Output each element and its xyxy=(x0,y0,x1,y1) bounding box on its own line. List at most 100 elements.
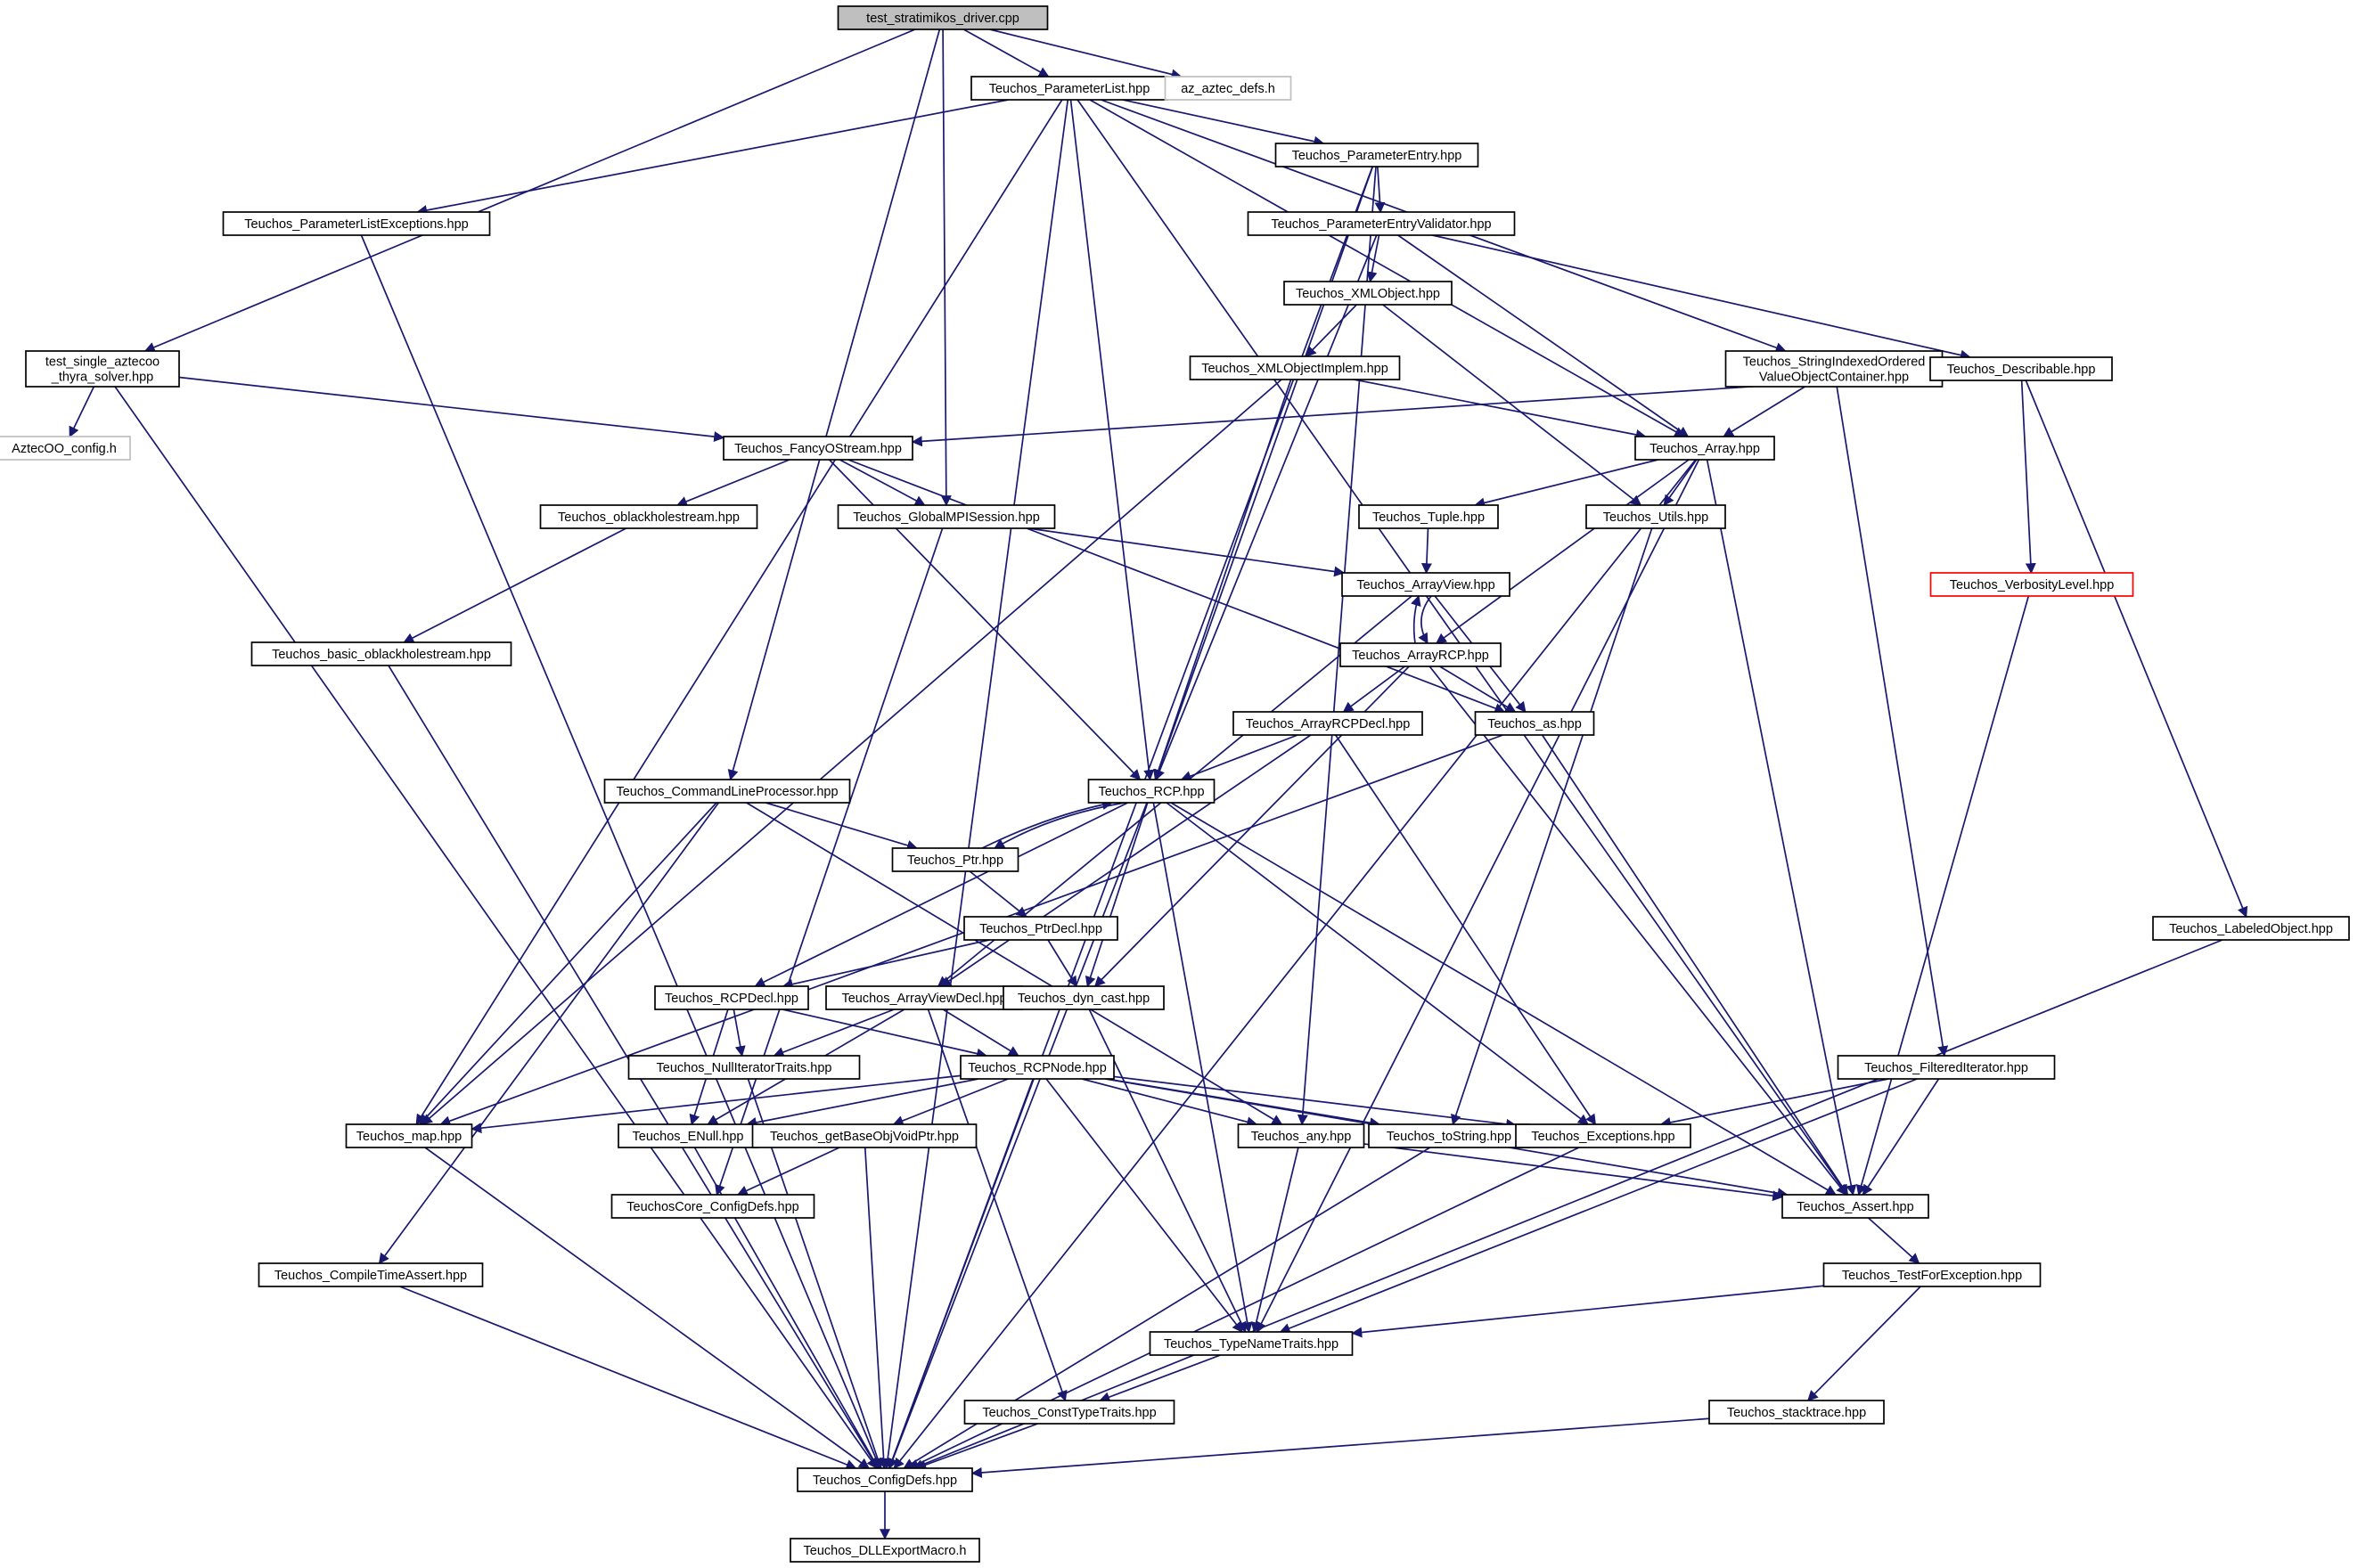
edge-sio-to-filt xyxy=(1836,386,1949,1058)
node-aztecdefs[interactable]: az_aztec_defs.h xyxy=(1164,76,1292,101)
node-box xyxy=(963,916,1118,941)
node-cta[interactable]: Teuchos_CompileTimeAssert.hpp xyxy=(258,1262,484,1287)
node-box xyxy=(963,1400,1175,1425)
node-avdecl[interactable]: Teuchos_ArrayViewDecl.hpp xyxy=(825,985,1023,1010)
node-as[interactable]: Teuchos_as.hpp xyxy=(1474,711,1595,736)
node-ptr[interactable]: Teuchos_Ptr.hpp xyxy=(891,847,1019,872)
node-tnt[interactable]: Teuchos_TypeNameTraits.hpp xyxy=(1149,1331,1354,1356)
edge-pev-to-array xyxy=(1397,234,1690,437)
edge-tsaz-to-fos xyxy=(178,376,725,443)
node-label: Teuchos_CompileTimeAssert.hpp xyxy=(274,1269,467,1283)
node-dyncast[interactable]: Teuchos_dyn_cast.hpp xyxy=(1003,985,1165,1010)
node-box xyxy=(1339,642,1502,667)
node-box xyxy=(1358,504,1499,529)
node-box xyxy=(1237,1123,1365,1148)
node-cfg[interactable]: Teuchos_ConfigDefs.hpp xyxy=(797,1467,973,1492)
edge-tuple-to-aview xyxy=(1420,527,1432,575)
edge-array-to-cfg xyxy=(893,459,1697,1469)
node-fos[interactable]: Teuchos_FancyOStream.hpp xyxy=(723,436,913,461)
node-bobh[interactable]: Teuchos_basic_oblackholestream.hpp xyxy=(250,641,512,666)
node-tfe[interactable]: Teuchos_TestForException.hpp xyxy=(1822,1262,2042,1287)
node-verb[interactable]: Teuchos_VerbosityLevel.hpp xyxy=(1929,572,2134,597)
edge-fos-to-as xyxy=(847,459,1506,714)
node-box xyxy=(618,1123,758,1148)
edge-plist-to-plistexc xyxy=(416,99,1009,216)
node-rcpdecl[interactable]: Teuchos_RCPDecl.hpp xyxy=(654,985,809,1010)
edge-gmpi-to-aview xyxy=(1027,527,1346,577)
edge-tfe-to-tnt xyxy=(1351,1285,1824,1338)
node-pentry[interactable]: Teuchos_ParameterEntry.hpp xyxy=(1274,143,1479,167)
node-array[interactable]: Teuchos_Array.hpp xyxy=(1634,436,1775,461)
node-dll[interactable]: Teuchos_DLLExportMacro.h xyxy=(790,1538,980,1563)
node-label: Teuchos_ParameterListExceptions.hpp xyxy=(244,217,468,232)
node-box xyxy=(1822,1262,2042,1287)
node-enull[interactable]: Teuchos_ENull.hpp xyxy=(618,1123,758,1148)
node-tostr[interactable]: Teuchos_toString.hpp xyxy=(1368,1123,1530,1148)
node-any[interactable]: Teuchos_any.hpp xyxy=(1237,1123,1365,1148)
node-corecfg[interactable]: TeuchosCore_ConfigDefs.hpp xyxy=(610,1194,815,1219)
node-ptrdecl[interactable]: Teuchos_PtrDecl.hpp xyxy=(963,916,1118,941)
edge-pev-to-xmlobj xyxy=(1366,234,1380,283)
node-pev[interactable]: Teuchos_ParameterEntryValidator.hpp xyxy=(1247,211,1516,236)
node-xmlobj[interactable]: Teuchos_XMLObject.hpp xyxy=(1283,281,1453,306)
node-box xyxy=(1724,350,1944,388)
node-assert[interactable]: Teuchos_Assert.hpp xyxy=(1781,1194,1929,1219)
node-arcpdecl[interactable]: Teuchos_ArrayRCPDecl.hpp xyxy=(1232,711,1423,736)
node-box xyxy=(25,350,180,388)
node-box xyxy=(723,436,913,461)
node-clp[interactable]: Teuchos_CommandLineProcessor.hpp xyxy=(603,779,851,804)
node-gmpi[interactable]: Teuchos_GlobalMPISession.hpp xyxy=(837,504,1056,529)
node-exc[interactable]: Teuchos_Exceptions.hpp xyxy=(1515,1123,1691,1148)
node-box xyxy=(1247,211,1516,236)
node-ctt[interactable]: Teuchos_ConstTypeTraits.hpp xyxy=(963,1400,1175,1425)
edge-rcp-to-cfg xyxy=(888,802,1148,1470)
nodes-layer: test_stratimikos_driver.cppTeuchos_Param… xyxy=(0,5,2350,1563)
node-label: Teuchos_ArrayRCPDecl.hpp xyxy=(1246,717,1411,731)
node-descr[interactable]: Teuchos_Describable.hpp xyxy=(1929,356,2113,381)
node-gbovp[interactable]: Teuchos_getBaseObjVoidPtr.hpp xyxy=(751,1123,978,1148)
node-obh[interactable]: Teuchos_oblackholestream.hpp xyxy=(539,504,758,529)
node-rcpnode[interactable]: Teuchos_RCPNode.hpp xyxy=(960,1055,1115,1080)
node-labobj[interactable]: Teuchos_LabeledObject.hpp xyxy=(2152,916,2350,941)
edge-ptrdecl-to-rcpdecl xyxy=(782,939,990,990)
edge-xmlobj-to-xmlimpl xyxy=(1305,304,1357,357)
node-tsaz[interactable]: test_single_aztecoo_thyra_solver.hpp xyxy=(25,350,180,388)
node-label: Teuchos_TypeNameTraits.hpp xyxy=(1164,1337,1338,1352)
node-label: Teuchos_dyn_cast.hpp xyxy=(1018,992,1150,1006)
node-azcfg[interactable]: AztecOO_config.h xyxy=(0,436,131,461)
node-tuple[interactable]: Teuchos_Tuple.hpp xyxy=(1358,504,1499,529)
node-box xyxy=(1634,436,1775,461)
edge-aview-to-arcp xyxy=(1418,595,1432,645)
node-box xyxy=(258,1262,484,1287)
node-sio[interactable]: Teuchos_StringIndexedOrderedValueObjectC… xyxy=(1724,350,1944,388)
node-rcp[interactable]: Teuchos_RCP.hpp xyxy=(1087,779,1216,804)
edge-arcp-to-as xyxy=(1439,666,1517,713)
node-filt[interactable]: Teuchos_FilteredIterator.hpp xyxy=(1837,1055,2056,1080)
edge-plist-to-pentry xyxy=(1122,99,1325,147)
node-plist[interactable]: Teuchos_ParameterList.hpp xyxy=(970,76,1168,101)
node-box xyxy=(751,1123,978,1148)
edge-clp-to-any xyxy=(746,802,1283,1125)
edge-array-to-tnt xyxy=(1256,459,1700,1334)
node-plistexc[interactable]: Teuchos_ParameterListExceptions.hpp xyxy=(222,211,491,236)
edge-rcpnode-to-enull xyxy=(746,1078,978,1128)
node-stack[interactable]: Teuchos_stacktrace.hpp xyxy=(1708,1400,1885,1425)
node-label: ValueObjectContainer.hpp xyxy=(1759,371,1909,385)
node-label: Teuchos_ParameterEntry.hpp xyxy=(1292,149,1462,163)
node-arcp[interactable]: Teuchos_ArrayRCP.hpp xyxy=(1339,642,1502,667)
node-label: AztecOO_config.h xyxy=(12,442,117,456)
edge-rcp-to-tnt xyxy=(1152,802,1253,1334)
node-box xyxy=(1164,76,1292,101)
node-root[interactable]: test_stratimikos_driver.cpp xyxy=(837,5,1049,30)
node-xmlimpl[interactable]: Teuchos_XMLObjectImplem.hpp xyxy=(1189,355,1401,380)
edge-plist-to-map xyxy=(415,99,1063,1126)
node-box xyxy=(1368,1123,1530,1148)
node-map[interactable]: Teuchos_map.hpp xyxy=(345,1123,473,1148)
node-box xyxy=(960,1055,1115,1080)
node-aview[interactable]: Teuchos_ArrayView.hpp xyxy=(1341,572,1510,597)
edge-root-to-aztecdefs xyxy=(989,29,1183,80)
node-box xyxy=(1929,572,2134,597)
node-nit[interactable]: Teuchos_NullIteratorTraits.hpp xyxy=(627,1055,861,1080)
node-label: Teuchos_map.hpp xyxy=(356,1130,463,1144)
node-utils[interactable]: Teuchos_Utils.hpp xyxy=(1585,504,1726,529)
